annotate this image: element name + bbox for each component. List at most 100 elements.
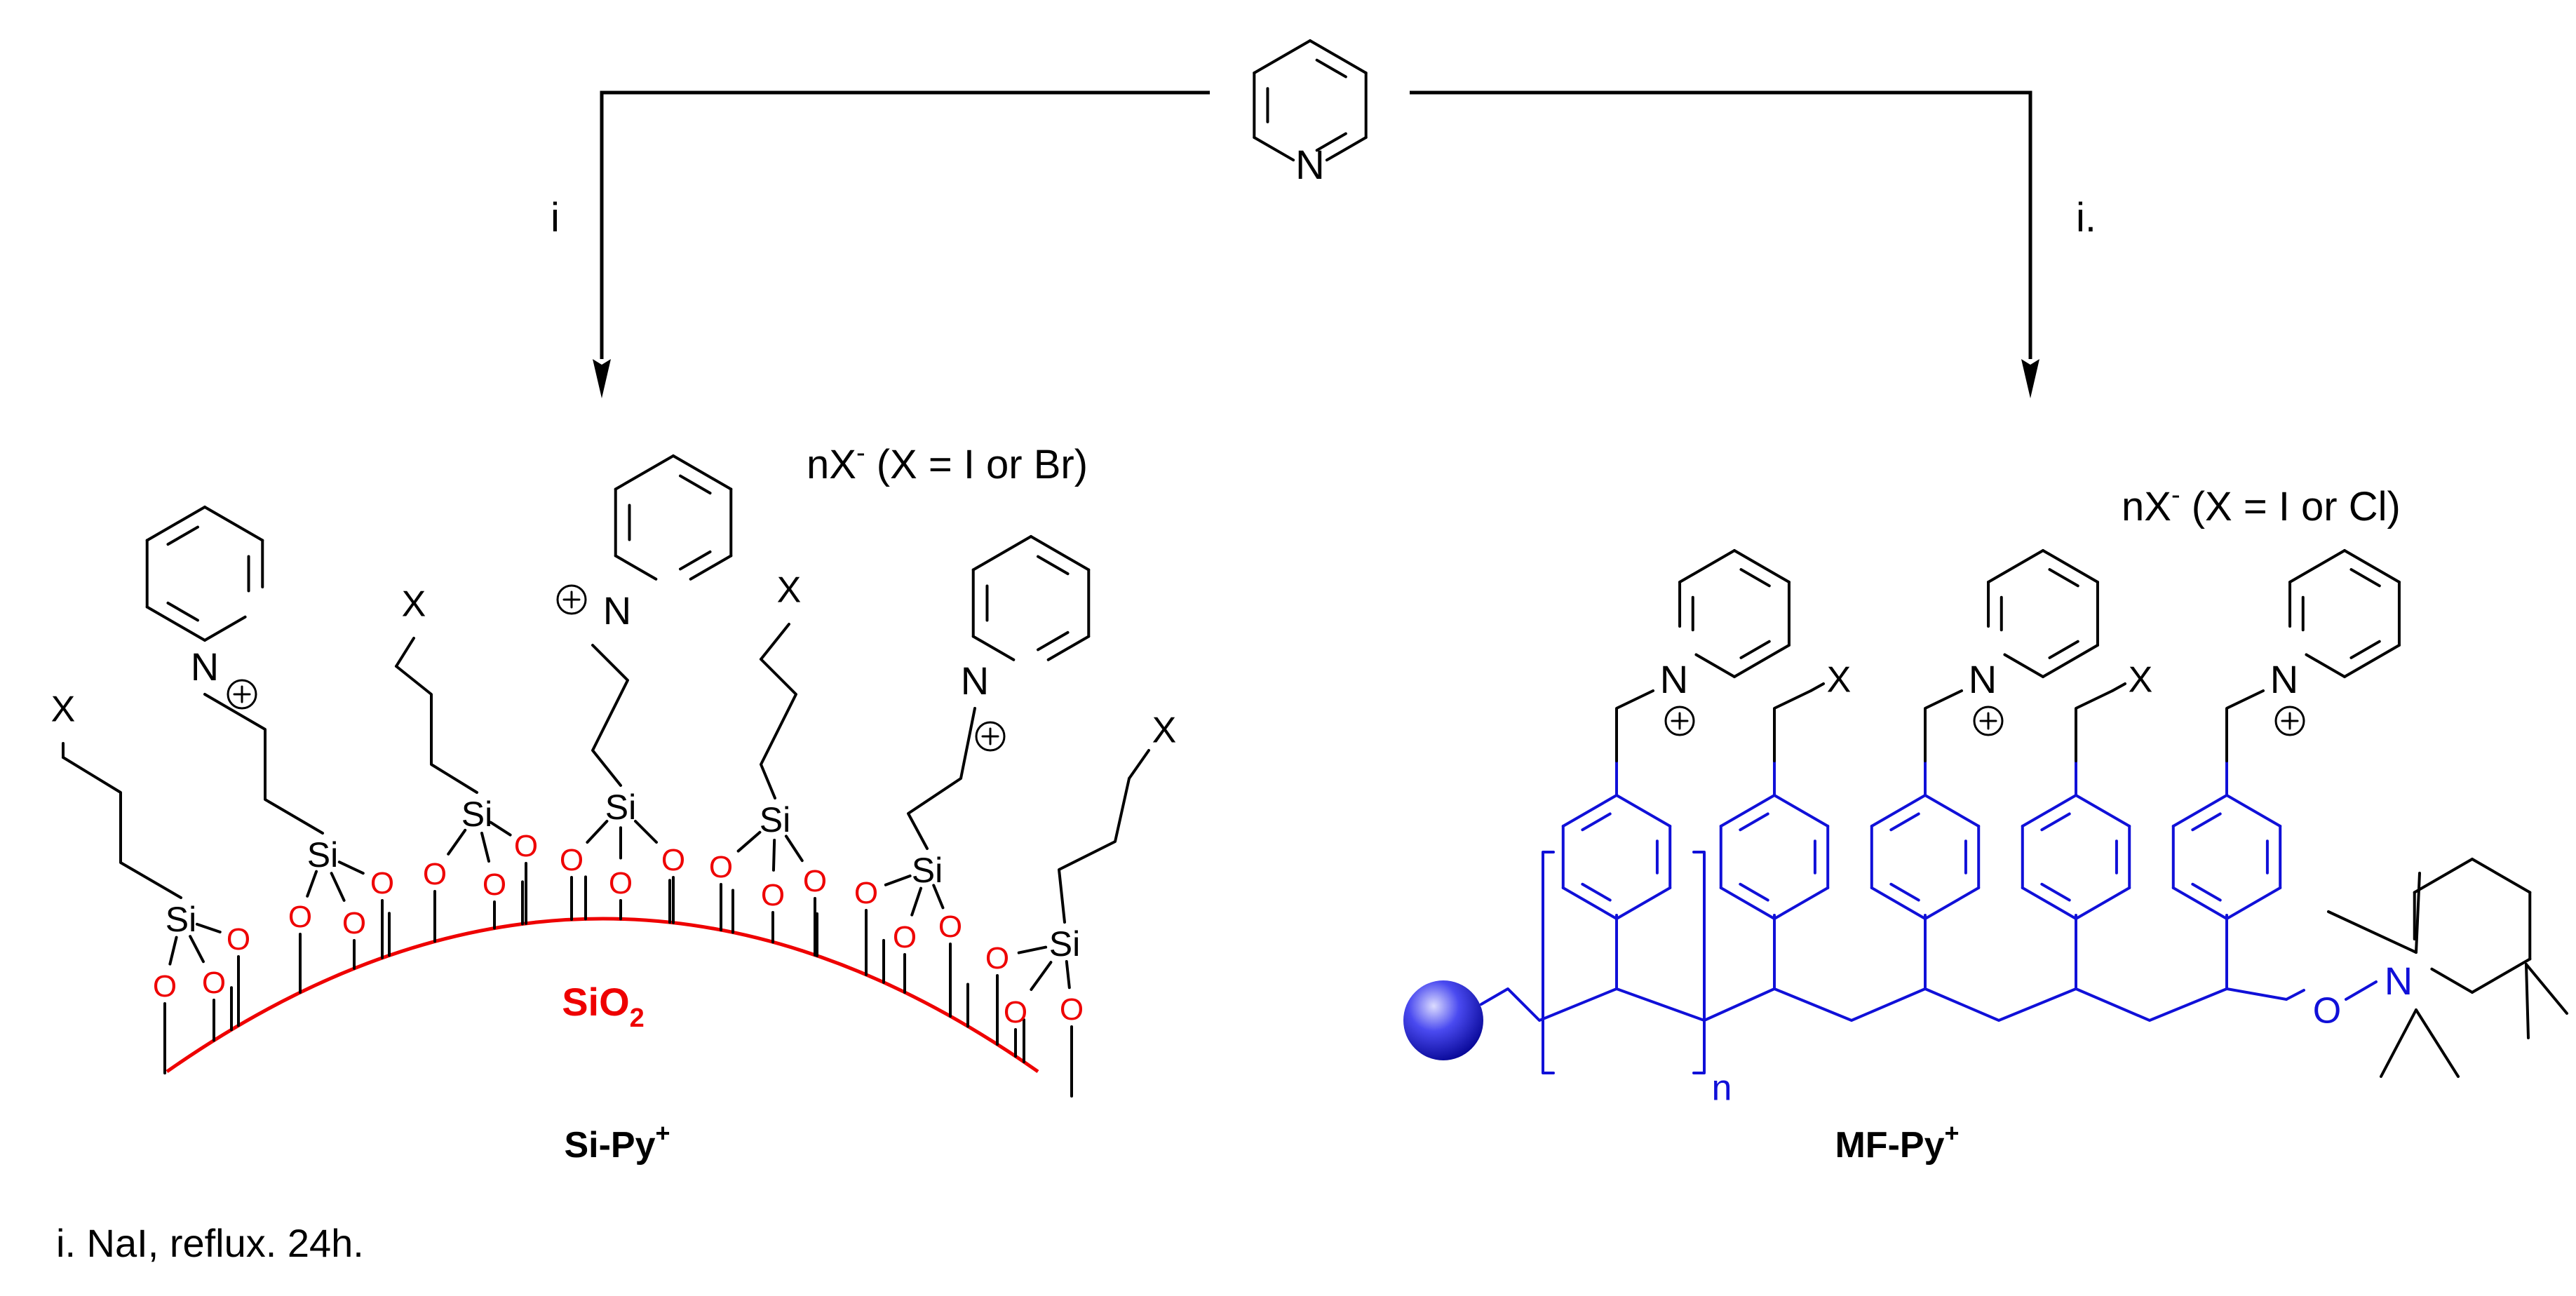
halide-atom-label: X	[1827, 660, 1852, 701]
silicon-atom-label: Si	[307, 835, 338, 875]
silica-support-label: SiO2	[562, 980, 645, 1033]
ring-bond	[2075, 794, 2131, 828]
c-x-bond	[1809, 682, 1825, 692]
ring-bond	[1733, 549, 1791, 583]
nitrogen-atom-label: N	[603, 588, 631, 633]
propyl-linker	[62, 756, 182, 899]
ring-bond	[2003, 653, 2044, 678]
ring-bond	[1773, 886, 1830, 920]
positive-charge-icon	[2274, 706, 2305, 736]
ring-double-bond	[1889, 882, 1920, 902]
repeat-bracket-left	[1542, 851, 1555, 1074]
ring-bond	[2430, 967, 2474, 994]
ring-double-bond	[2191, 882, 2222, 902]
ring-bond	[2042, 644, 2099, 678]
ring-double-bond	[2349, 568, 2381, 588]
ring-bond	[1694, 653, 1736, 678]
ring-bond	[1870, 886, 1927, 920]
pyridine-nitrogen-label: N	[1295, 142, 1325, 188]
nitrogen-atom-label: N	[2270, 657, 2298, 701]
propyl-linker	[591, 644, 629, 787]
ring-bond	[2225, 886, 2282, 920]
ring-bond	[1678, 549, 1736, 583]
ring-bond	[2075, 886, 2131, 920]
c-x-bond	[2111, 682, 2126, 692]
positive-charge-icon	[1973, 706, 2004, 736]
ring-bond	[1719, 886, 1776, 920]
ring-bond	[1253, 136, 1295, 162]
silica-product-name: Si-Py+	[564, 1119, 670, 1166]
oxygen-atom-label: O	[609, 866, 633, 900]
ring-double-bond	[1315, 132, 1347, 152]
nitrogen-atom-label: N	[1969, 657, 1997, 701]
ring-bond	[2343, 644, 2401, 678]
ring-bond	[1924, 886, 1981, 920]
ring-double-bond	[2048, 640, 2079, 659]
silicon-atom-label: Si	[760, 800, 790, 839]
resin-product-name: MF-Py+	[1835, 1119, 1959, 1166]
methyl-bond	[2380, 1008, 2417, 1078]
ring-bond	[203, 506, 264, 542]
nitrogen-atom-label: N	[2385, 959, 2413, 1003]
ring-bond	[1733, 644, 1791, 678]
alkoxyamine-bond	[2285, 989, 2305, 1001]
ring-bond	[1615, 886, 1672, 920]
ring-bond	[672, 454, 733, 491]
positive-charge-icon	[227, 679, 257, 710]
oxygen-atom-label: O	[560, 843, 584, 877]
repeat-bracket-right	[1692, 851, 1706, 1074]
left-arrow-head	[593, 359, 611, 398]
resin-bead-icon	[1403, 980, 1483, 1060]
left-arrow-label: i	[551, 195, 560, 241]
si-o-bond	[480, 832, 490, 863]
ring-double-bond	[1581, 812, 1612, 832]
ring-double-bond	[2040, 812, 2071, 832]
ring-bond	[1253, 39, 1311, 74]
benzene-ring-icon	[2021, 794, 2131, 920]
pyridine-ring-icon	[1253, 39, 1368, 162]
ring-bond	[1870, 794, 1927, 828]
oxygen-atom-label: O	[153, 969, 177, 1004]
halide-atom-label: X	[1152, 710, 1177, 751]
oxygen-atom-label: O	[423, 857, 447, 891]
ring-double-bond	[679, 550, 712, 571]
ring-bond	[1046, 635, 1091, 661]
ring-bond	[971, 635, 1016, 661]
ring-bond	[2171, 886, 2228, 920]
ring-bond	[2343, 549, 2401, 583]
si-o-bond	[634, 820, 658, 844]
propyl-linker	[395, 665, 478, 794]
ring-bond	[145, 506, 206, 542]
pyridinium-ring-icon	[145, 506, 264, 642]
oxygen-atom-label: O	[803, 864, 827, 898]
si-o-bond	[447, 828, 467, 856]
c-x-bond	[760, 623, 790, 661]
oxygen-atom-label: O	[483, 868, 506, 902]
ring-bond	[145, 605, 206, 642]
starting-material-and-arrows: N i i.	[551, 39, 2096, 398]
pyridinium-ring-icon	[2288, 549, 2401, 678]
polystyrene-backbone	[1480, 987, 2288, 1022]
oxygen-atom-label: O	[370, 866, 394, 900]
ring-bond	[971, 535, 1032, 572]
si-o-bond	[1065, 960, 1071, 990]
benzylpyridinium-arms	[1615, 549, 2568, 1078]
pyridinium-ring-icon	[614, 454, 733, 581]
pyridine-ring-icon	[1253, 39, 1368, 162]
ring-bond	[2288, 549, 2346, 583]
si-o-bond	[1030, 961, 1053, 991]
repeat-index-label: n	[1712, 1068, 1732, 1109]
benzene-ring-icon	[1719, 794, 1830, 920]
positive-charge-icon	[1664, 706, 1695, 736]
oxygen-atom-label: O	[854, 876, 878, 910]
propyl-linker	[760, 658, 797, 799]
methylene-arm	[2075, 689, 2114, 762]
nitrogen-atom-label: N	[1660, 657, 1688, 701]
ring-bond	[1615, 794, 1672, 828]
ring-bond	[203, 615, 247, 642]
ring-bond	[1309, 39, 1368, 74]
methyl-bond	[2525, 963, 2568, 1015]
